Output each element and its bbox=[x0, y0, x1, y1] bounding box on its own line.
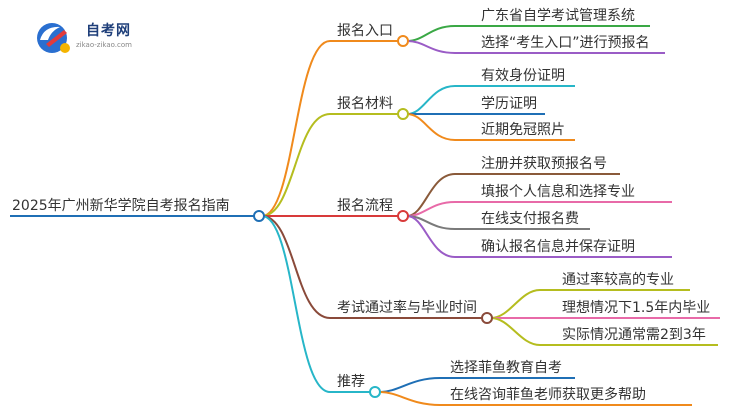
connector-leaf-3-4 bbox=[406, 215, 672, 258]
leaf-4-2-label: 理想情况下1.5年内毕业 bbox=[562, 300, 711, 316]
connector-leaf-5-2 bbox=[378, 391, 692, 406]
connector-leaf-3-1 bbox=[406, 173, 620, 217]
branch-3-label: 报名流程 bbox=[337, 198, 393, 214]
connector-leaf-2-3 bbox=[406, 113, 575, 141]
branch-4-label: 考试通过率与毕业时间 bbox=[337, 300, 477, 316]
root-topic: 2025年广州新华学院自考报名指南 bbox=[12, 198, 230, 214]
connector-leaf-4-3 bbox=[490, 317, 718, 346]
branch-3-node-dot bbox=[397, 210, 409, 222]
leaf-2-3-label: 近期免冠照片 bbox=[481, 122, 565, 138]
leaf-3-1-label: 注册并获取预报名号 bbox=[481, 156, 607, 172]
branch-5-node-dot bbox=[369, 386, 381, 398]
leaf-2-1-label: 有效身份证明 bbox=[481, 68, 565, 84]
leaf-3-2-label: 填报个人信息和选择专业 bbox=[481, 184, 635, 200]
root-node-dot bbox=[253, 210, 265, 222]
connector-branch-1 bbox=[261, 40, 400, 217]
leaf-3-4-label: 确认报名信息并保存证明 bbox=[481, 239, 635, 255]
leaf-5-2-label: 在线咨询菲鱼老师获取更多帮助 bbox=[450, 387, 646, 403]
leaf-1-2-label: 选择“考生入口”进行预报名 bbox=[481, 35, 650, 51]
leaf-1-1-label: 广东省自学考试管理系统 bbox=[481, 8, 635, 24]
logo-mark-icon bbox=[37, 23, 70, 53]
connector-branch-4 bbox=[261, 215, 484, 319]
branch-2-node-dot bbox=[397, 108, 409, 120]
leaf-4-1-label: 通过率较高的专业 bbox=[562, 272, 674, 288]
branch-5-label: 推荐 bbox=[337, 374, 365, 390]
leaf-4-3-label: 实际情况通常需2到3年 bbox=[562, 327, 706, 343]
branch-4-node-dot bbox=[481, 312, 493, 324]
leaf-3-3-label: 在线支付报名费 bbox=[481, 211, 579, 227]
leaf-5-1-label: 选择菲鱼教育自考 bbox=[450, 360, 562, 376]
connector-branch-2 bbox=[261, 113, 400, 217]
branch-1-node-dot bbox=[397, 35, 409, 47]
logo-name: 自考网 bbox=[86, 23, 131, 39]
connector-branch-5 bbox=[261, 215, 372, 393]
site-logo[interactable]: 自考网 zikao-zikao.com bbox=[30, 16, 180, 60]
connector-leaf-1-2 bbox=[406, 40, 665, 54]
connector-leaf-5-1 bbox=[378, 377, 575, 393]
leaf-2-2-label: 学历证明 bbox=[481, 96, 537, 112]
branch-1-label: 报名入口 bbox=[337, 23, 393, 39]
logo-url: zikao-zikao.com bbox=[76, 41, 132, 49]
branch-2-label: 报名材料 bbox=[337, 96, 393, 112]
